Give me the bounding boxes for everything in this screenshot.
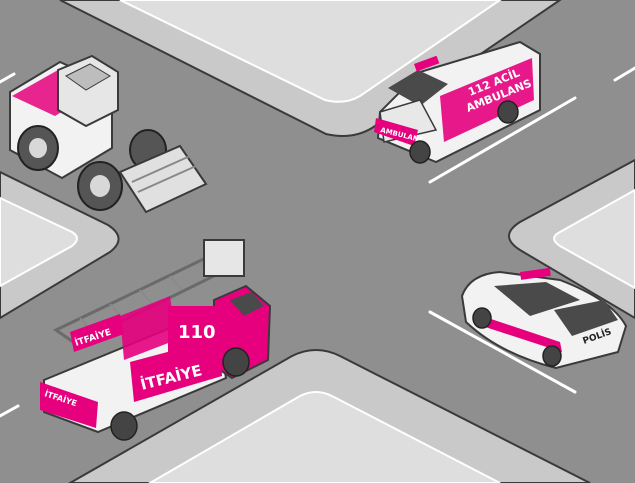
ambulance: 112 ACİL AMBULANS AMBULANS [374, 40, 541, 164]
wheel-loader [9, 54, 208, 214]
fire-truck-number: 110 [178, 322, 216, 343]
block-top-center [59, 0, 562, 137]
block-bottom [67, 349, 591, 483]
lane-markings [0, 66, 635, 418]
police-car: POLİS [460, 267, 628, 370]
block-right [508, 158, 635, 320]
fire-truck: 110 İTFAİYE İTFAİYE İTFAİYE [40, 239, 272, 441]
block-left [0, 170, 120, 320]
loader-bucket [118, 144, 208, 214]
